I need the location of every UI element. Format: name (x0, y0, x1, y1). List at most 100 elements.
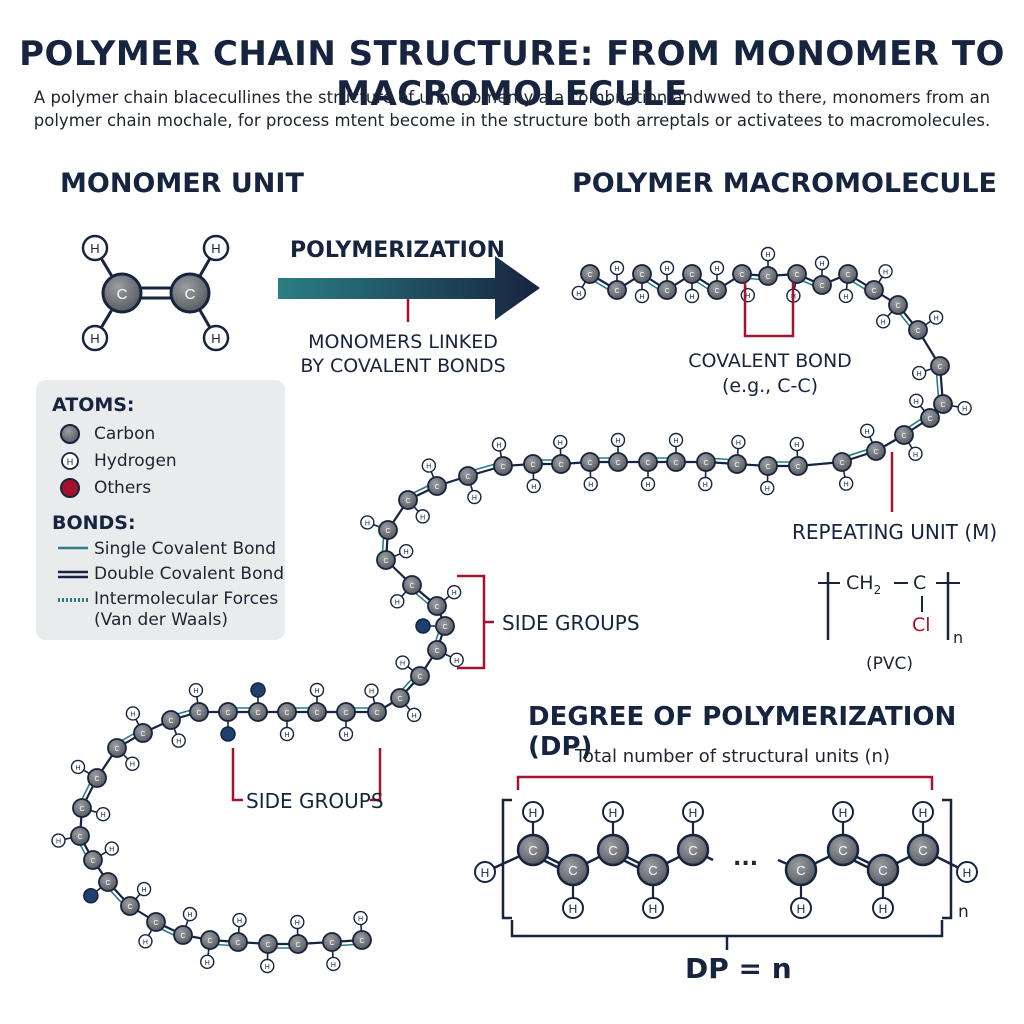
dp-carbon-atom (636, 853, 670, 887)
chain-hydrogen-label: H (295, 920, 300, 927)
dp-carbon-label: C (878, 863, 887, 878)
chain-hydrogen-atom (911, 365, 927, 381)
chain-carbon-label: C (284, 710, 289, 717)
monomer-hydrogen-atom (202, 234, 230, 262)
chain-carbon-label: C (359, 938, 364, 945)
dp-hydrogen-atom (642, 897, 664, 919)
chain-hydrogen-label: H (881, 319, 886, 326)
chain-hydrogen-label: H (664, 266, 669, 273)
chain-carbon-atom (866, 441, 886, 461)
chain-hydrogen-label: H (472, 495, 477, 502)
chain-hydrogen-atom (446, 585, 462, 600)
chain-hydrogen-label: H (794, 442, 799, 449)
dp-carbon-label: C (528, 843, 537, 858)
chain-carbon-label: C (465, 474, 470, 481)
chain-carbon-label: C (140, 731, 145, 738)
chain-carbon-label: C (587, 272, 592, 279)
chain-hydrogen-atom (928, 310, 944, 325)
dp-carbon-label: C (918, 843, 927, 858)
chain-hydrogen-atom (125, 756, 140, 771)
chain-hydrogen-atom (449, 652, 464, 668)
dp-bottom-bracket (510, 920, 944, 938)
repeating-unit-label: REPEATING UNIT (M) (792, 520, 998, 544)
chain-hydrogen-atom (908, 446, 923, 461)
chain-hydrogen-atom (360, 515, 375, 530)
chain-hydrogen-atom (364, 683, 379, 698)
chain-carbon-label: C (329, 940, 334, 947)
chain-carbon-atom (758, 456, 778, 476)
polymer-chain: HHHHHHHHHHHHHHHHHHHHHHHHHHHHHHHHHHHHHHHH… (51, 246, 972, 974)
chain-hydrogen-atom (860, 423, 875, 439)
chain-hydrogen-atom (309, 682, 325, 698)
monomer-hydrogen-label: H (90, 331, 99, 346)
chain-carbon-label: C (639, 272, 644, 279)
chain-carbon-label: C (434, 648, 439, 655)
chain-hydrogen-atom (610, 432, 626, 448)
chain-carbon-label: C (127, 904, 132, 911)
chain-carbon-label: C (703, 460, 708, 467)
chain-hydrogen-label: H (588, 482, 593, 489)
chain-carbon-atom (83, 850, 103, 870)
chain-carbon-label: C (114, 746, 119, 753)
chain-carbon-label: C (314, 710, 319, 717)
monomer-hydrogen-atom (81, 324, 109, 352)
chain-hydrogen-atom (698, 476, 713, 492)
chain-carbon-label: C (295, 942, 300, 949)
chain-hydrogen-atom (640, 476, 656, 492)
chain-carbon-label: C (79, 806, 84, 813)
dp-hydrogen-label: H (797, 902, 806, 916)
dp-carbon-atom (516, 833, 550, 867)
page-title: POLYMER CHAIN STRUCTURE: FROM MONOMER TO… (19, 34, 1005, 114)
chain-carbon-atom (288, 934, 308, 954)
chain-hydrogen-atom (731, 434, 746, 450)
chain-hydrogen-label: H (365, 520, 370, 527)
chain-carbon-atom (580, 452, 600, 472)
chain-carbon-atom (666, 452, 686, 472)
covalent-bond-note: COVALENT BOND (e.g., C-C) (680, 349, 860, 399)
subtitle-line-2: polymer chain mochale, for process mtent… (33, 111, 991, 130)
side-group-atom (250, 682, 266, 698)
chain-carbon-atom (580, 264, 600, 284)
chain-hydrogen-atom (232, 912, 247, 928)
chain-hydrogen-atom (760, 480, 775, 496)
side-groups-bracket (231, 748, 243, 802)
dp-hydrogen-atom (872, 897, 894, 919)
chain-hydrogen-atom (200, 954, 215, 970)
chain-carbon-atom (427, 476, 447, 496)
chain-carbon-atom (682, 264, 702, 284)
chain-hydrogen-label: H (265, 964, 270, 971)
chain-hydrogen-atom (290, 914, 305, 930)
chain-hydrogen-label: H (819, 261, 824, 268)
others-swatch-icon (60, 478, 80, 498)
chain-hydrogen-label: H (496, 442, 501, 449)
chain-hydrogen-label: H (400, 661, 405, 668)
chain-hydrogen-atom (814, 255, 830, 271)
dp-carbon-atom (596, 833, 630, 867)
chain-hydrogen-atom (609, 260, 625, 276)
side-groups-bracket (370, 748, 382, 802)
chain-carbon-atom (70, 826, 90, 846)
chain-hydrogen-atom (634, 288, 650, 304)
chain-carbon-label: C (255, 710, 260, 717)
page-subtitle: A polymer chain blacecullines the struct… (30, 86, 994, 132)
chain-hydrogen-label: H (101, 812, 106, 819)
chain-hydrogen-atom (171, 733, 186, 748)
monomer-carbon-label: C (117, 286, 128, 303)
chain-carbon-label: C (235, 940, 240, 947)
monomers-linked-note: MONOMERS LINKED BY COVALENT BONDS (294, 330, 512, 378)
polymerization-arrow (278, 256, 540, 320)
dp-hydrogen-label: H (963, 866, 972, 880)
chain-hydrogen-atom (136, 881, 152, 897)
chain-carbon-atom (258, 934, 278, 954)
formula-n: n (953, 628, 964, 647)
chain-hydrogen-atom (125, 706, 141, 721)
side-groups-label-2: SIDE GROUPS (246, 789, 384, 813)
dp-carbon-atom (826, 833, 860, 867)
monomer-hydrogen-atom (202, 324, 230, 352)
dp-carbon-atom (866, 853, 900, 887)
chain-hydrogen-atom (421, 458, 437, 473)
dp-carbon-label: C (608, 843, 617, 858)
covalent-bond-line-1: COVALENT BOND (688, 350, 852, 372)
chain-carbon-atom (398, 490, 418, 510)
